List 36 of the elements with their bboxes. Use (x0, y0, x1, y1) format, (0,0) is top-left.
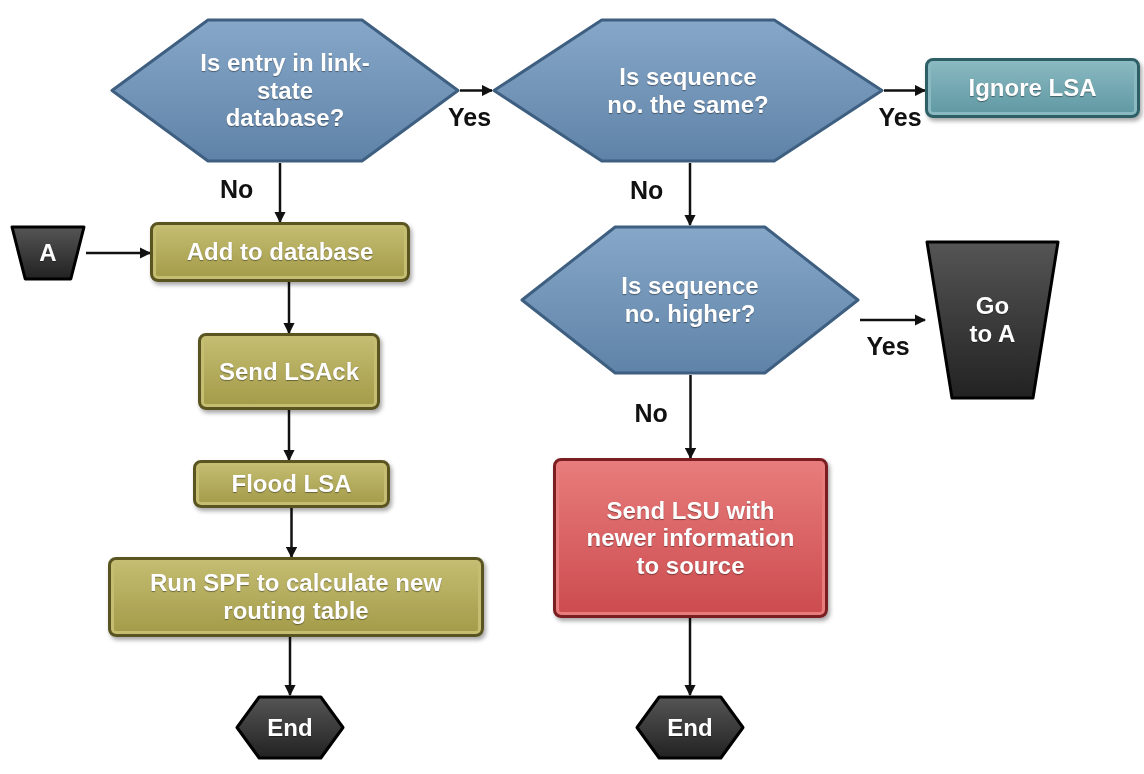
arrow (860, 314, 927, 326)
arrow (684, 375, 697, 460)
process-box (108, 557, 484, 637)
arrow (684, 163, 696, 227)
node-label: Add to database (185, 238, 375, 266)
node-label: Ignore LSA (967, 74, 1098, 102)
node-label: Is sequence no. the same? (606, 62, 770, 119)
end-terminator (235, 695, 345, 760)
arrow (460, 84, 494, 97)
off-page-connector (925, 240, 1060, 400)
process-box (925, 58, 1140, 118)
node-label: Is entry in link-state database? (199, 49, 371, 132)
node-label: End (666, 713, 714, 742)
node-label: End (266, 713, 314, 742)
decision-diamond (520, 225, 860, 375)
node-label: Flood LSA (230, 470, 353, 498)
node-label: A (38, 239, 58, 267)
arrow (285, 508, 298, 559)
node-label: Send LSAck (217, 357, 360, 386)
process-box (150, 222, 410, 282)
arrow (86, 247, 152, 259)
node-label: Send LSU with newer information to source (585, 496, 796, 580)
arrow (884, 84, 927, 97)
process-box (193, 460, 390, 508)
arrow (284, 637, 296, 697)
process-box (553, 458, 828, 618)
end-terminator (635, 695, 745, 760)
node-label: Go to A (968, 292, 1017, 348)
arrow (283, 282, 295, 335)
arrow (684, 618, 696, 697)
node-label: Is sequence no. higher? (620, 272, 760, 328)
arrow (283, 410, 295, 462)
off-page-connector (10, 225, 86, 281)
process-box (198, 333, 380, 410)
arrow (274, 163, 286, 224)
node-label: Run SPF to calculate new routing table (148, 569, 444, 625)
